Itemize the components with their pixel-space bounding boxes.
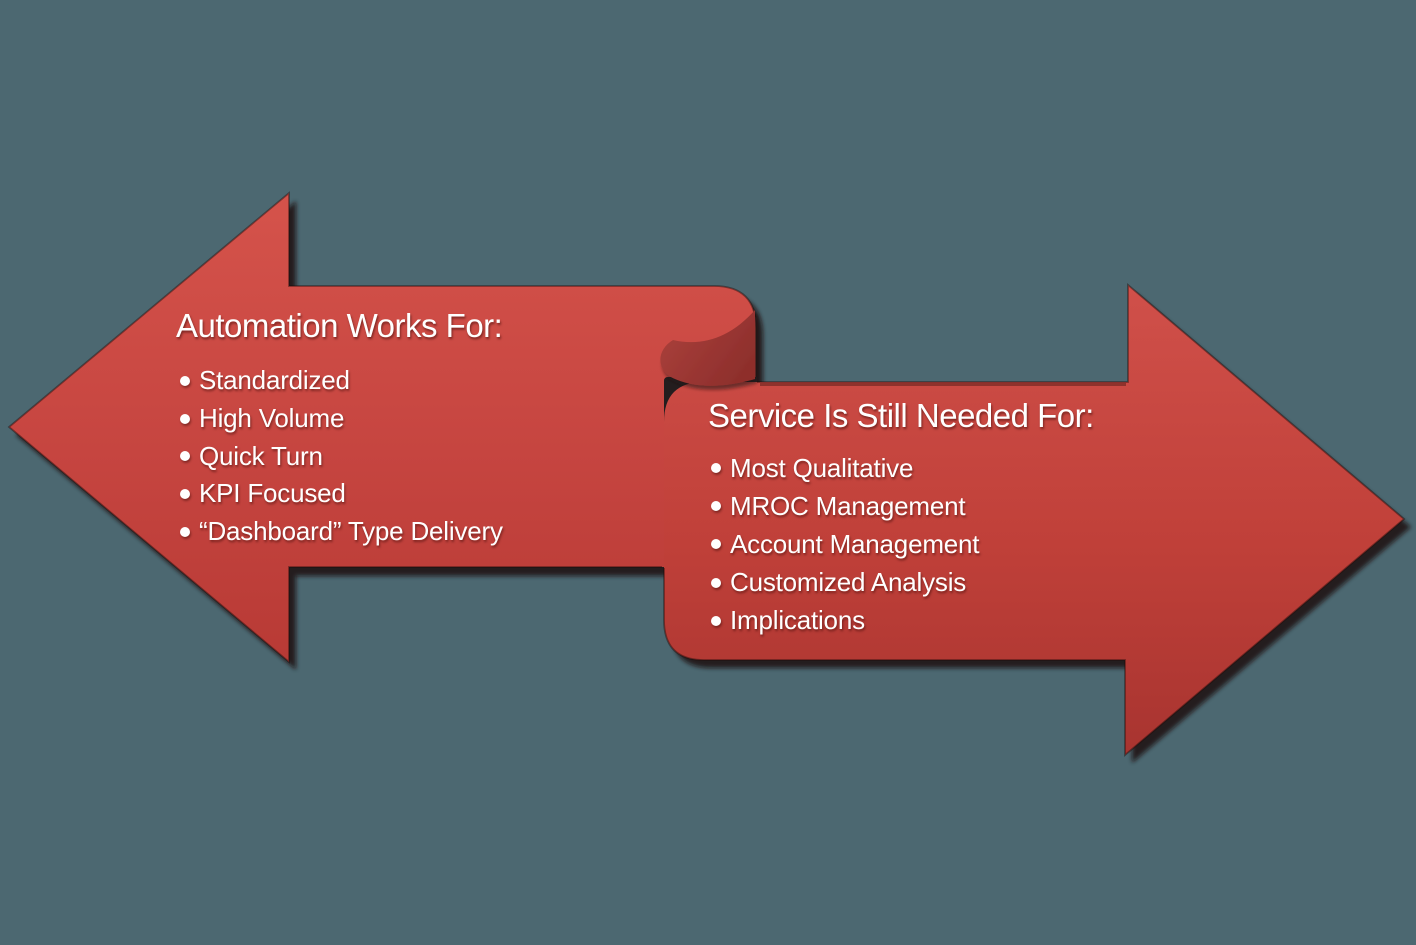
bullet-dot-icon bbox=[180, 488, 190, 499]
bullet-text: Quick Turn bbox=[199, 440, 323, 471]
right-arrow-bullet-list: Most Qualitative MROC Management Account… bbox=[711, 449, 980, 640]
bullet-text: MROC Management bbox=[730, 490, 966, 521]
bullet-dot-icon bbox=[711, 615, 721, 626]
list-item: Most Qualitative bbox=[711, 449, 979, 487]
bullet-dot-icon bbox=[180, 413, 190, 424]
right-arrow-shape bbox=[664, 285, 1404, 755]
list-item: MROC Management bbox=[711, 487, 979, 525]
left-arrow-edge-rim bbox=[7, 191, 757, 664]
bullet-dot-icon bbox=[711, 539, 721, 550]
bullet-dot-icon bbox=[180, 526, 190, 537]
bullet-text: Standardized bbox=[199, 365, 350, 396]
list-item: Standardized bbox=[180, 362, 503, 400]
list-item: Quick Turn bbox=[180, 437, 503, 475]
list-item: Implications bbox=[711, 602, 979, 640]
left-arrow-bullet-list: Standardized High Volume Quick Turn KPI … bbox=[180, 362, 503, 550]
bullet-text: Customized Analysis bbox=[730, 567, 967, 598]
left-arrow-shape bbox=[9, 193, 756, 662]
bullet-dot-icon bbox=[711, 577, 721, 588]
bullet-dot-icon bbox=[711, 463, 721, 474]
bullet-text: High Volume bbox=[199, 403, 345, 434]
bullet-text: Account Management bbox=[730, 528, 980, 559]
left-arrow-title: Automation Works For: bbox=[176, 307, 503, 344]
list-item: Customized Analysis bbox=[711, 564, 979, 602]
bullet-text: Most Qualitative bbox=[730, 452, 914, 483]
bullet-dot-icon bbox=[180, 375, 190, 386]
list-item: KPI Focused bbox=[180, 475, 503, 513]
bullet-text: KPI Focused bbox=[199, 478, 346, 509]
ribbon-curl bbox=[660, 310, 755, 386]
bullet-dot-icon bbox=[180, 451, 190, 462]
list-item: High Volume bbox=[180, 400, 503, 438]
right-arrow-edge-rim bbox=[663, 283, 1406, 757]
bullet-dot-icon bbox=[711, 501, 721, 512]
bullet-text: Implications bbox=[730, 605, 865, 636]
list-item: “Dashboard” Type Delivery bbox=[180, 513, 503, 551]
bullet-text: “Dashboard” Type Delivery bbox=[199, 516, 503, 547]
list-item: Account Management bbox=[711, 525, 980, 563]
right-arrow-title: Service Is Still Needed For: bbox=[708, 397, 1094, 434]
